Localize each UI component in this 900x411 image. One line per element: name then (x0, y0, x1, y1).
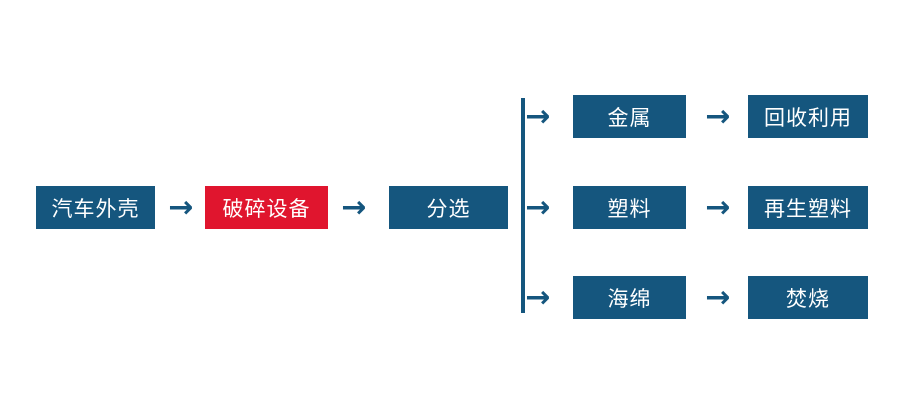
node-plastic: 塑料 (573, 186, 686, 229)
node-recycling-reuse: 回收利用 (748, 95, 868, 138)
node-crushing-equipment: 破碎设备 (205, 186, 328, 229)
right-arrow-icon: → (705, 98, 731, 134)
right-arrow-icon: → (168, 189, 194, 225)
right-arrow-icon: → (705, 279, 731, 315)
node-car-shell: 汽车外壳 (36, 186, 155, 229)
right-arrow-icon: → (705, 189, 731, 225)
branch-arrow-icon: → (525, 98, 551, 134)
node-incineration: 焚烧 (748, 276, 868, 319)
node-sponge: 海绵 (573, 276, 686, 319)
branch-arrow-icon: → (525, 189, 551, 225)
node-recycled-plastic: 再生塑料 (748, 186, 868, 229)
right-arrow-icon: → (341, 189, 367, 225)
branch-connector-line (521, 98, 525, 313)
node-metal: 金属 (573, 95, 686, 138)
branch-arrow-icon: → (525, 279, 551, 315)
node-sorting: 分选 (389, 186, 508, 229)
